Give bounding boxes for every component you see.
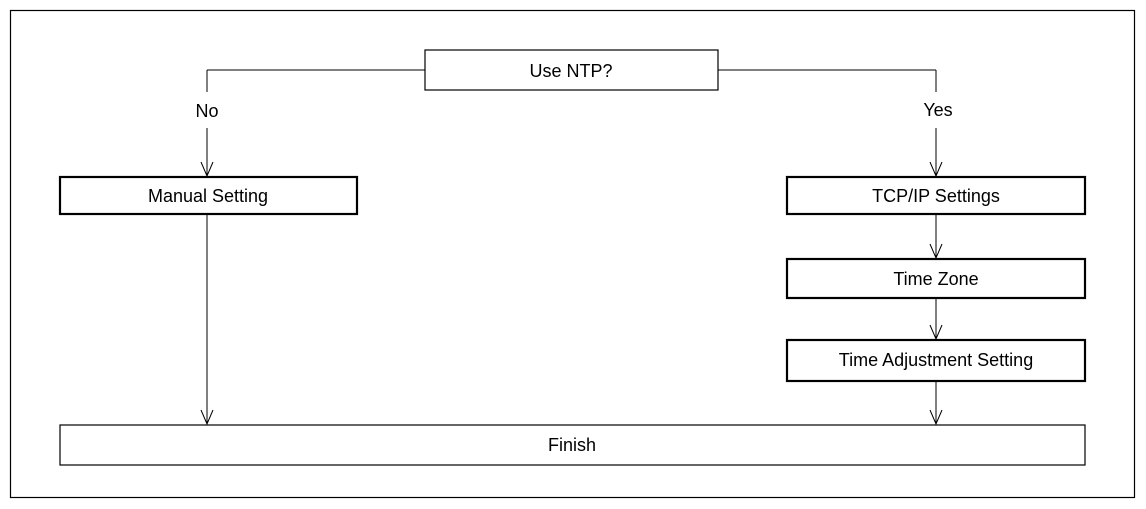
tcpip-settings-label: TCP/IP Settings	[872, 186, 1000, 206]
manual-setting-label: Manual Setting	[148, 186, 268, 206]
time-zone-label: Time Zone	[893, 269, 978, 289]
connectors	[200, 69, 943, 426]
tcpip-settings-node: TCP/IP Settings	[785, 175, 1087, 216]
diagram-frame	[9, 9, 1136, 499]
branch-yes-label: Yes	[923, 100, 952, 120]
time-zone-node: Time Zone	[785, 257, 1087, 300]
time-adjustment-node: Time Adjustment Setting	[785, 338, 1087, 383]
manual-setting-node: Manual Setting	[58, 175, 359, 216]
finish-label: Finish	[548, 435, 596, 455]
decision-node: Use NTP?	[424, 49, 719, 91]
time-adjustment-label: Time Adjustment Setting	[839, 350, 1033, 370]
arrowhead-finish-right	[929, 409, 943, 426]
arrowhead-finish-left	[200, 409, 214, 426]
branch-no-label: No	[195, 101, 218, 121]
decision-label: Use NTP?	[529, 61, 612, 81]
finish-node: Finish	[59, 424, 1086, 466]
